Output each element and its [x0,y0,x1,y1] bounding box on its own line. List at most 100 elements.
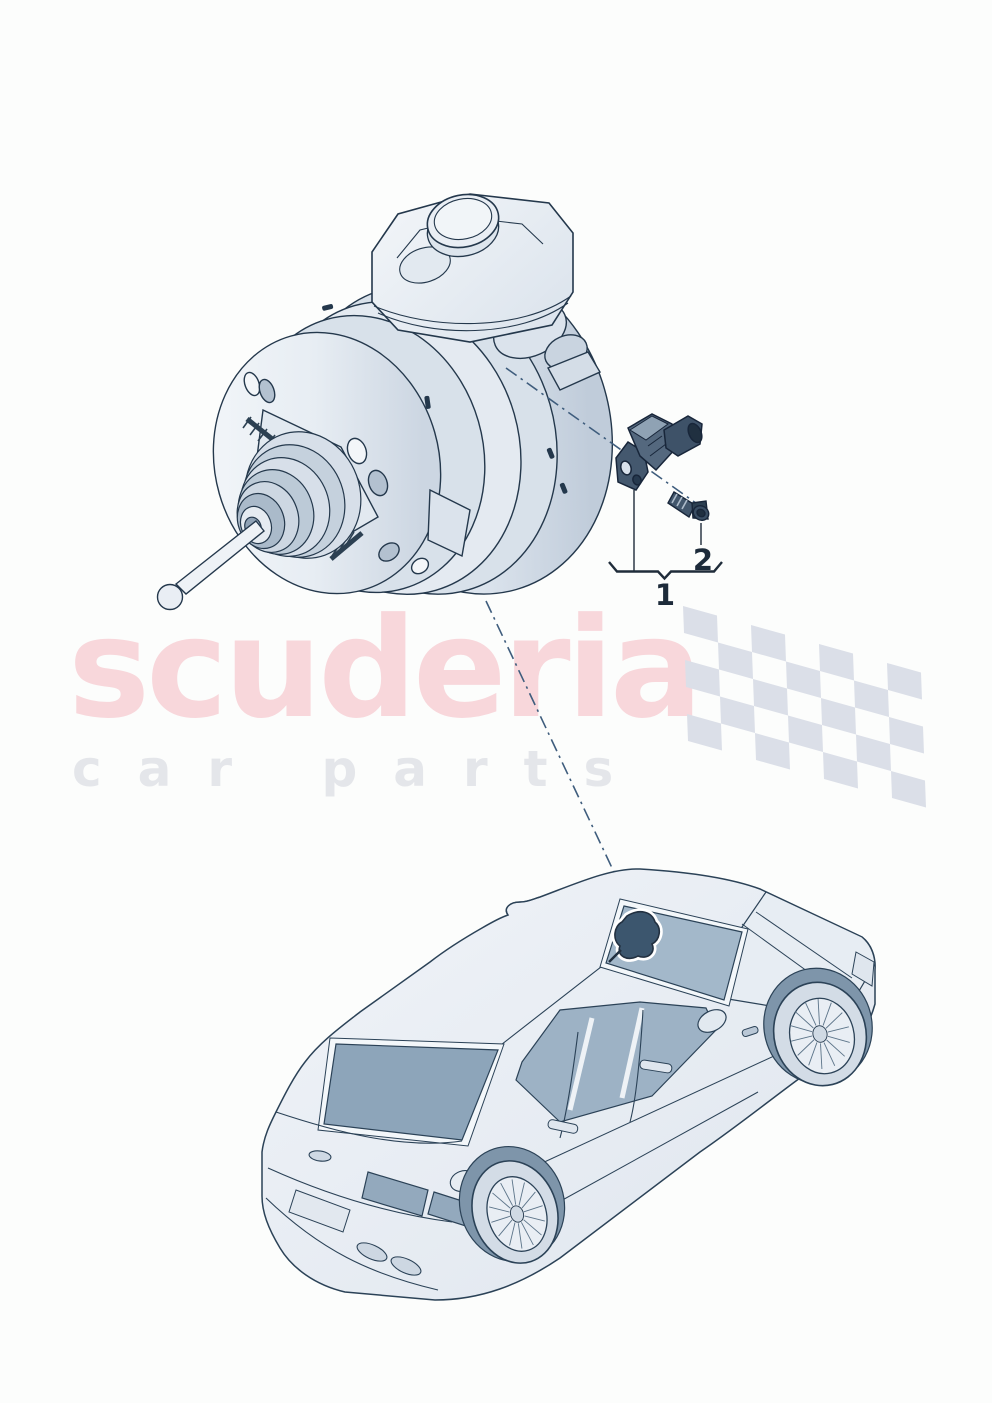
exhaust-tip [356,1242,388,1262]
highlight-blob [614,910,661,960]
reservoir-flange-line [373,295,572,325]
bolt-socket [696,508,706,518]
wheel-spoke [523,1219,542,1236]
clamp-bracket [547,351,602,391]
watermark-tagline: car parts [72,740,650,798]
wheel-spoke [791,1035,813,1042]
flag-square [755,733,790,770]
wheel-spoke [795,1011,814,1029]
flag-square [751,625,786,662]
wheel-spoke [524,1215,545,1222]
headlight [851,951,875,987]
bumper-crease [265,1197,439,1291]
callout-label-bolt: 2 [693,543,713,577]
wheel-spoke [521,1191,536,1209]
wheel-hub [509,1205,525,1223]
sensor-mount-hole [632,474,642,486]
flag-square [687,714,722,751]
wheel-spokes [489,998,850,1249]
license-plate-recess [288,1189,351,1233]
rear-badge [308,1150,332,1162]
wheel-hub [812,1025,828,1043]
wheel-spoke [520,1222,534,1246]
connector-opening [687,422,703,444]
side-mirror [697,1009,727,1033]
wheel-spoke [498,1219,513,1237]
reservoir-flange-line [377,302,569,332]
face-hole [346,437,368,465]
wheel-spoke [489,1206,510,1213]
character-line [539,1043,801,1165]
brake-servo-illustration [156,193,614,611]
wheel-spoke [822,1002,832,1026]
leader-line-to-sensor [505,367,701,507]
sensor-rib [649,443,667,457]
flag-square [788,715,823,752]
flag-square [819,644,854,681]
face-slot [424,395,431,409]
servo-lower-flange [427,488,471,558]
wheel-spoke [500,1182,514,1206]
checkered-flag-watermark [683,606,926,808]
leader-line-to-car [485,600,631,907]
servo-location-highlight [608,908,663,963]
door-handle [639,1059,673,1074]
face-hole [378,542,400,562]
flag-square [856,734,891,771]
wheel-spoke [827,1026,849,1033]
bumper-crease [267,1167,453,1223]
wheel-spoke [820,1043,823,1070]
face-slot [322,304,334,311]
sensor-rib [647,435,663,447]
wheel-spoke [518,1182,525,1206]
wheel-spoke [804,1001,817,1026]
rim-slot [559,482,568,494]
hub-bellows [236,431,362,559]
door-shutline [629,1009,644,1123]
flag-square [823,752,858,789]
face-hole [367,469,389,497]
bolt-thread [671,493,678,504]
exhaust-tip [390,1256,422,1276]
face-hole [243,371,261,397]
flag-square [683,606,718,643]
pressure-sensor-illustration [615,413,703,491]
sensor-body-top [629,415,669,441]
wheel-spoke [817,998,820,1025]
sensor-mount-hole [620,460,632,476]
wheel-spoke [797,1039,815,1056]
bolt-thread [681,499,688,510]
flag-square [685,660,720,697]
wheel-spoke [509,1222,516,1246]
callout-bracket [608,561,723,581]
rim-slot [546,447,555,459]
rocker-line [547,1091,759,1209]
wheel-spoke [823,1042,836,1067]
flag-square [753,679,788,716]
face-hole [258,378,276,404]
reservoir-cap-top [433,197,493,241]
wheel-spoke [511,1179,517,1205]
highlight-tail [608,949,622,963]
bolt-shaft [667,491,696,519]
flag-square [891,771,926,808]
flag-square [720,696,755,733]
flag-square [786,661,821,698]
roof-antenna [505,896,541,916]
wheel-spoke [523,1205,543,1213]
rear-window-glass [323,1043,499,1141]
hood-crease [755,911,853,979]
wheel-spoke [826,1039,845,1057]
wheel-spoke [517,1223,523,1249]
trunk-seam [275,1111,463,1144]
b-pillar [567,1017,595,1111]
wheel-spoke [790,1025,813,1033]
wheel-spoke [827,1035,850,1043]
bolt-illustration [667,491,710,521]
flag-square [718,642,753,679]
face-hole [410,557,430,575]
callout-label-assembly: 1 [655,578,675,612]
fender-vent [741,1025,759,1037]
